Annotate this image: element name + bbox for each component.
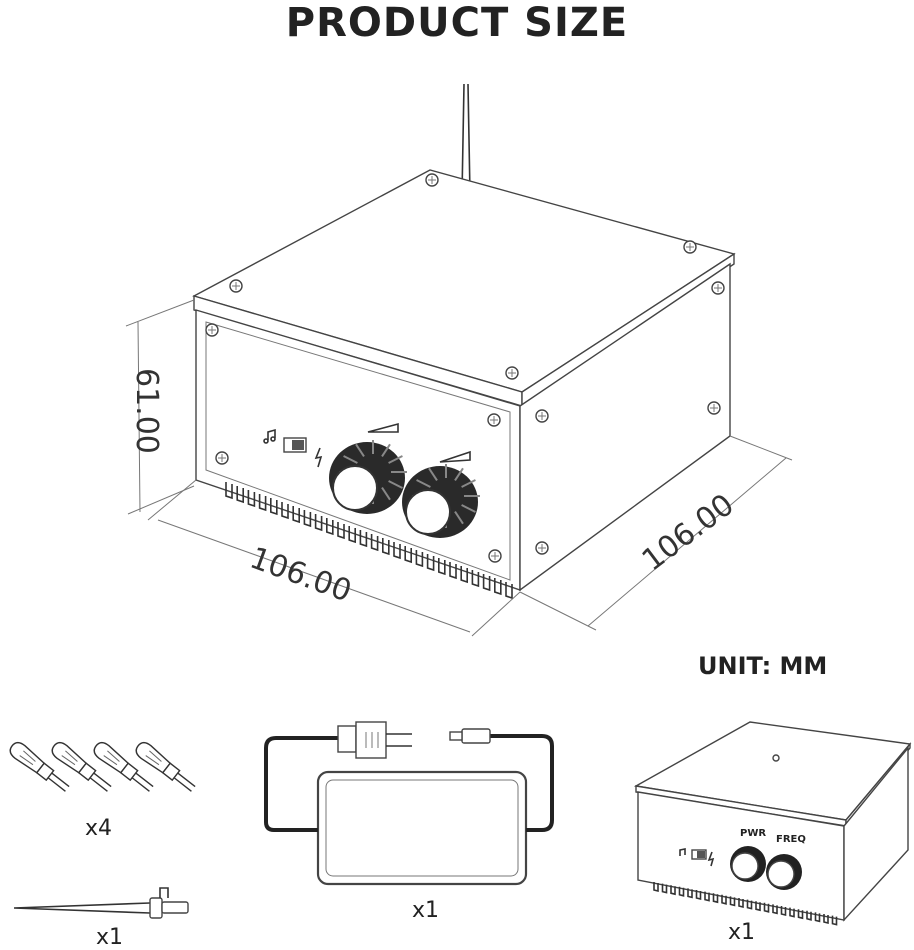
antenna-qty: x1: [96, 925, 124, 950]
pwr-label: PWR: [740, 828, 766, 839]
music-note-icon: [263, 428, 276, 444]
switch-icon: [283, 437, 307, 453]
power-adapter-icon: [264, 721, 554, 886]
freq-label: FREQ: [776, 834, 806, 845]
device-qty: x1: [728, 920, 756, 945]
unit-label: UNIT: MM: [698, 652, 828, 680]
knob-icon: [329, 440, 480, 538]
bulbs-group: [9, 741, 196, 792]
lightning-icon: [314, 447, 323, 468]
height-dimension: 61.00: [129, 368, 164, 454]
width-dimension: 106.00: [245, 541, 356, 610]
antenna-pin-icon: [13, 887, 189, 919]
heatsink-fins: [225, 482, 513, 600]
small-device: PWR FREQ: [633, 721, 912, 926]
dimension-lines: [125, 299, 793, 637]
screw-icon: [205, 173, 725, 563]
bulbs-qty: x4: [85, 816, 113, 841]
adapter-qty: x1: [412, 898, 440, 923]
depth-dimension: 106.00: [636, 487, 741, 578]
main-device: [192, 83, 736, 600]
page-title: PRODUCT SIZE: [285, 0, 629, 46]
